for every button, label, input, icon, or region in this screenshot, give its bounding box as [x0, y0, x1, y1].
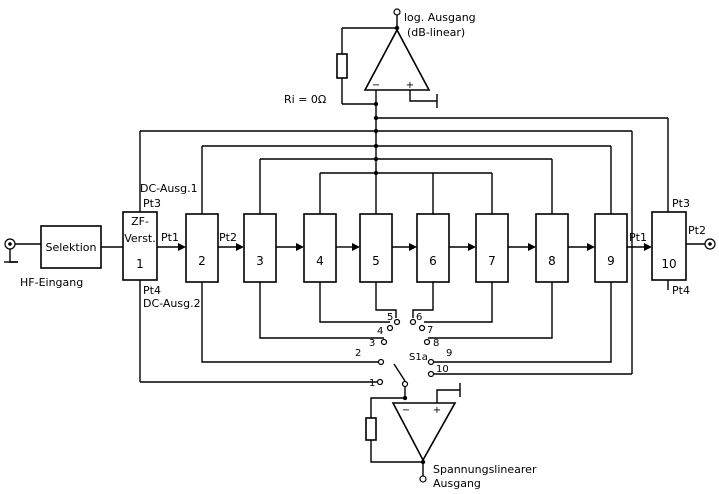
pt4-right-label: Pt4: [672, 284, 690, 297]
stage-5-block: [359, 213, 393, 283]
switch-num-6: 6: [416, 312, 422, 323]
stage-5-number: 5: [372, 254, 380, 268]
linear-opamp-plus: +: [433, 405, 441, 416]
switch-label: S1a: [409, 352, 428, 363]
voltage-linear-label: Spannungslinearer: [433, 463, 537, 476]
switch-num-4: 4: [377, 326, 383, 337]
switch-contact-9: [427, 358, 435, 366]
input-ground: [9, 249, 18, 263]
log-opamp-triangle: [363, 28, 431, 91]
stage-2-block: [185, 213, 219, 283]
arrow-3-4: [296, 243, 304, 251]
selection-block: [40, 225, 102, 269]
pt2-label-left: Pt2: [219, 231, 237, 244]
log-output-terminal: [393, 8, 401, 16]
arrow-2-3: [236, 243, 244, 251]
stage-6-block: [416, 213, 450, 283]
stage-10-number: 10: [661, 257, 676, 271]
junction-dot: [373, 170, 379, 176]
stage-4-block: [303, 213, 337, 283]
log-opamp-plus: +: [406, 80, 414, 91]
switch-num-1: 1: [369, 378, 375, 389]
log-opamp-minus: −: [372, 80, 380, 91]
zf-label-1: ZF-: [131, 215, 149, 228]
selection-label: Selektion: [45, 241, 96, 254]
switch-contact-10: [427, 370, 435, 378]
wire-stage4-switch: [319, 282, 390, 323]
wire-stage7-switch: [424, 282, 493, 323]
stage-3-number: 3: [256, 254, 264, 268]
wire-stage6-switch: [412, 282, 434, 318]
stage-3-block: [243, 213, 277, 283]
zf-label-2: Verst.: [124, 232, 156, 245]
linear-feedback-return: [370, 440, 423, 463]
arrow-5-6: [409, 243, 417, 251]
arrow-6-7: [468, 243, 476, 251]
switch-num-8: 8: [433, 338, 439, 349]
stage-8-number: 8: [548, 254, 556, 268]
stage-8-block: [535, 213, 569, 283]
ground-wire: [409, 90, 437, 102]
wire-stage8-switch: [428, 282, 553, 339]
output-label: Ausgang: [433, 477, 481, 490]
feedback-resistor: [336, 53, 348, 79]
switch-contact-8: [423, 338, 431, 346]
switch-contact-3: [380, 338, 388, 346]
linear-feedback-resistor: [365, 417, 377, 441]
switch-contact-2: [377, 358, 385, 366]
log-output-label: log. Ausgang: [404, 11, 476, 24]
stage-2-number: 2: [198, 254, 206, 268]
arrow-9-10: [644, 243, 652, 251]
switch-contact-6: [409, 318, 417, 326]
linear-feedback-wire: [370, 397, 405, 418]
switch-contact-7: [418, 324, 426, 332]
switch-contact-1: [376, 378, 384, 386]
stage-7-block: [475, 213, 509, 283]
stage-9-block: [594, 213, 628, 283]
linear-opamp-triangle: [391, 402, 457, 462]
wire-stage5-switch: [375, 282, 397, 318]
arrow-4-5: [352, 243, 360, 251]
switch-num-7: 7: [427, 325, 433, 336]
pt1-label-right: Pt1: [629, 231, 647, 244]
stage-4-number: 4: [316, 254, 324, 268]
wire-stage9-switch: [432, 282, 612, 363]
pt2-output-center: [708, 242, 712, 246]
switch-num-2: 2: [355, 348, 361, 359]
arrow-7-8: [528, 243, 536, 251]
switch-pivot: [401, 380, 409, 388]
arrow-1-2: [178, 243, 186, 251]
db-linear-label: (dB-linear): [407, 26, 465, 39]
stage-9-number: 9: [607, 254, 615, 268]
linear-ground-wire: [436, 389, 460, 403]
stage-10-block: [651, 211, 687, 281]
wire-stage3-switch: [259, 282, 384, 339]
pt4-left-label: Pt4: [143, 284, 161, 297]
pt1-label-left: Pt1: [161, 231, 179, 244]
dc-out2-label: DC-Ausg.2: [143, 297, 201, 310]
switch-num-10: 10: [436, 364, 449, 375]
switch-arm: [393, 363, 406, 382]
linear-output-terminal: [419, 475, 427, 483]
switch-num-3: 3: [369, 338, 375, 349]
ri-label: Ri = 0Ω: [284, 93, 326, 106]
arrow-8-9: [587, 243, 595, 251]
stage-6-number: 6: [429, 254, 437, 268]
linear-opamp-minus: −: [402, 405, 410, 416]
hf-input-label: HF-Eingang: [20, 276, 83, 289]
hf-input-center: [8, 242, 12, 246]
pt3-left-label: Pt3: [143, 197, 161, 210]
switch-contact-4: [386, 324, 394, 332]
stage-7-number: 7: [488, 254, 496, 268]
stage-1-number: 1: [136, 257, 144, 271]
pt3-right-label: Pt3: [672, 197, 690, 210]
wire-stage2-switch: [201, 282, 380, 363]
switch-num-9: 9: [446, 348, 452, 359]
dc-out1-label: DC-Ausg.1: [140, 182, 198, 195]
switch-num-5: 5: [387, 312, 393, 323]
switch-contact-5: [393, 318, 401, 326]
pt2-label-right: Pt2: [688, 224, 706, 237]
